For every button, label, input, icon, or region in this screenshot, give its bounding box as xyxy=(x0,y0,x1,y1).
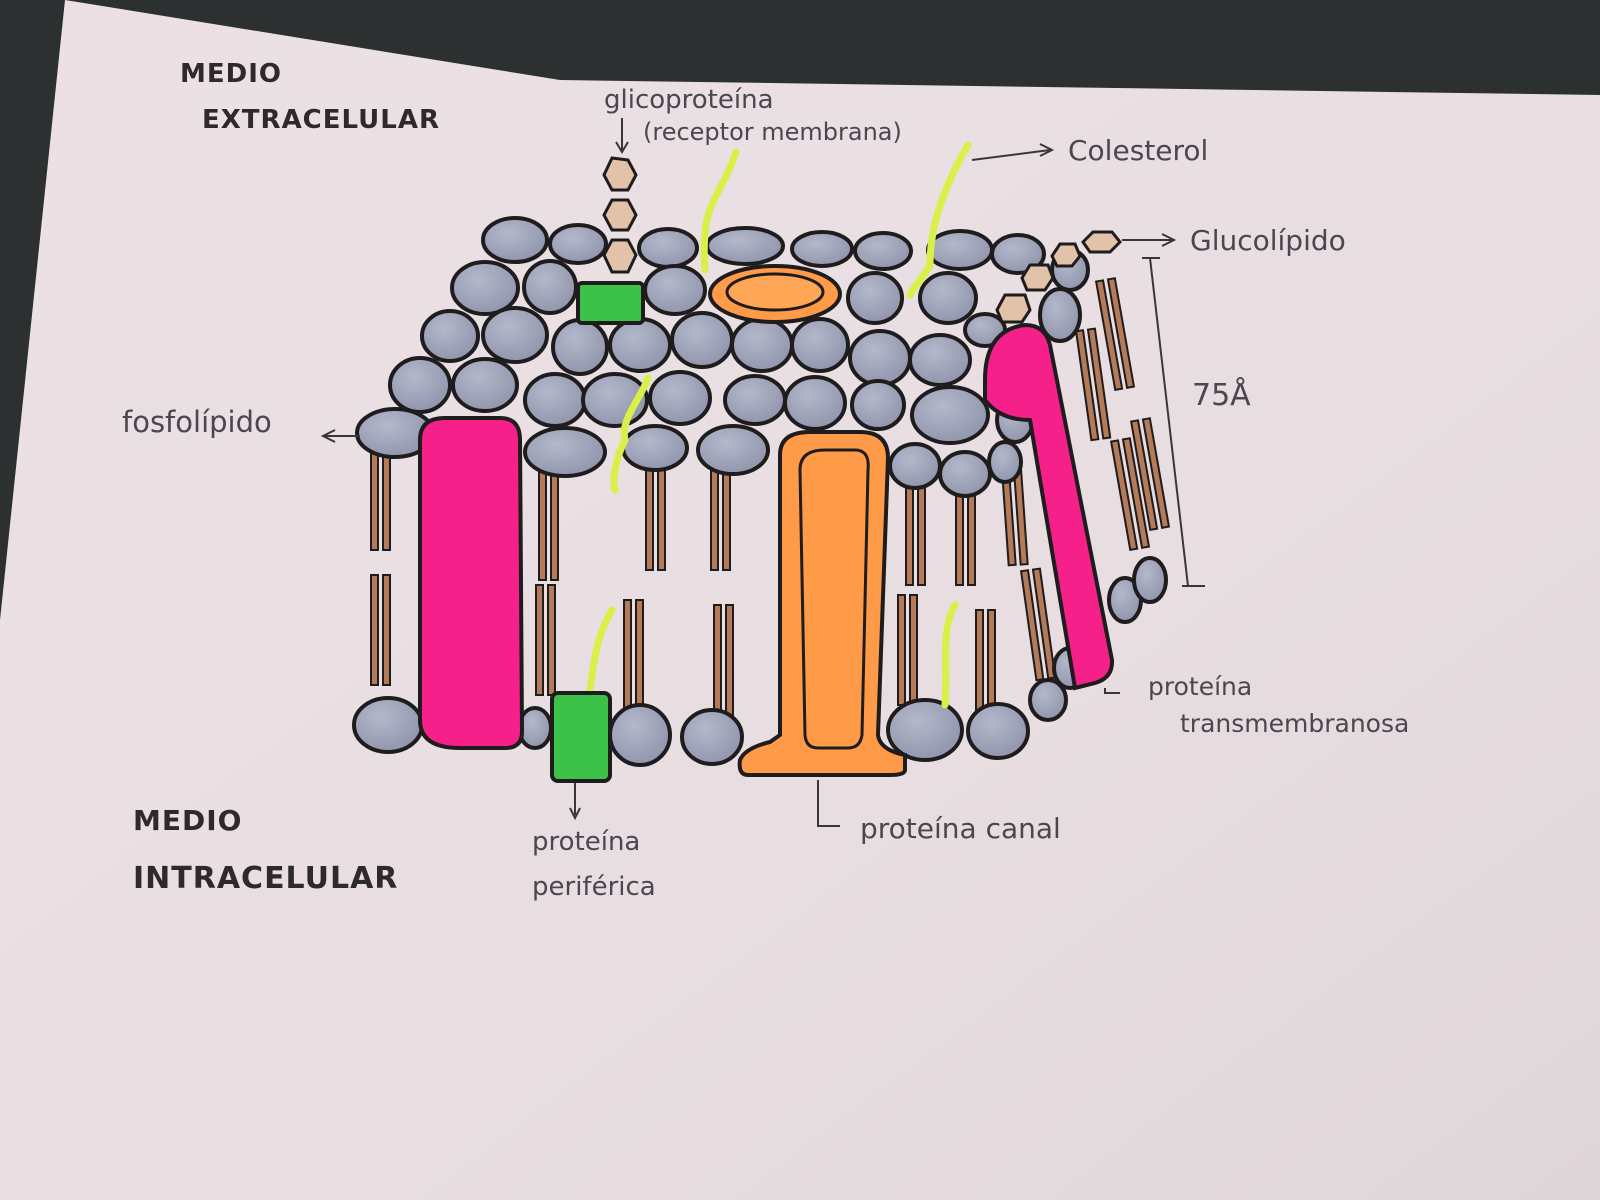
peripheral-protein-bottom xyxy=(550,691,612,783)
surface-protein xyxy=(708,264,842,324)
region-bottom-line1: MEDIO xyxy=(133,804,242,837)
label-glycoprotein: glicoproteína xyxy=(604,85,774,115)
label-peripheral: proteína xyxy=(532,827,640,857)
channel-protein xyxy=(737,430,907,777)
label-channel-protein: proteína canal xyxy=(860,812,1061,845)
label-glycolipid: Glucolípido xyxy=(1190,224,1346,257)
transmembrane-protein-left xyxy=(418,416,525,750)
label-glycoprotein-sub: (receptor membrana) xyxy=(643,118,902,146)
cholesterol xyxy=(586,141,972,709)
label-cholesterol: Colesterol xyxy=(1068,134,1208,167)
phospholipid-heads-upper xyxy=(355,216,1090,498)
label-transmembrane: proteína xyxy=(1148,672,1252,701)
glycoprotein-chain xyxy=(602,156,638,274)
label-thickness: 75Å xyxy=(1192,377,1251,413)
region-bottom-line2: INTRACELULAR xyxy=(133,861,398,896)
region-top-line2: EXTRACELULAR xyxy=(202,105,440,135)
region-top-line1: MEDIO xyxy=(180,59,282,89)
pointer-lines xyxy=(320,118,1177,827)
peripheral-protein-top xyxy=(576,281,645,325)
glycolipid-chain xyxy=(995,230,1123,324)
label-transmembrane-sub: transmembranosa xyxy=(1180,709,1409,738)
label-peripheral-sub: periférica xyxy=(532,872,656,902)
label-phospholipid: fosfolípido xyxy=(122,405,272,439)
thickness-bracket xyxy=(1142,257,1205,587)
transmembrane-protein-right xyxy=(983,322,1115,691)
